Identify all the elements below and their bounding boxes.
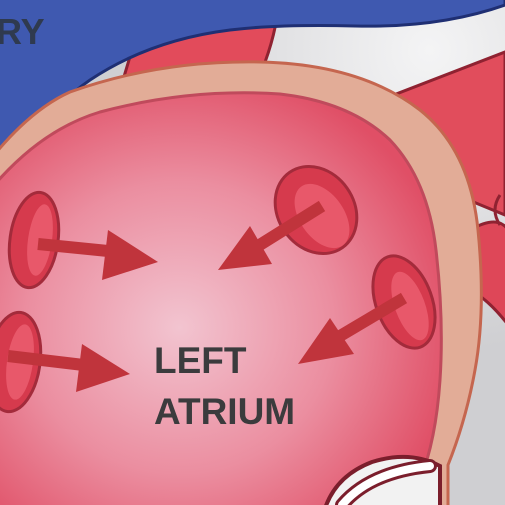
- arrow-icon: [218, 200, 326, 270]
- vessel-label: RY: [0, 11, 45, 52]
- arrow-icon: [37, 230, 158, 280]
- chamber-label-line2: ATRIUM: [154, 391, 296, 432]
- valve-leaflet-highlight: [338, 462, 434, 505]
- right-edge-vessel: [493, 194, 502, 226]
- arrow-icon: [298, 292, 408, 364]
- chamber-label-line1: LEFT: [154, 340, 247, 381]
- arrow-icon: [7, 344, 130, 392]
